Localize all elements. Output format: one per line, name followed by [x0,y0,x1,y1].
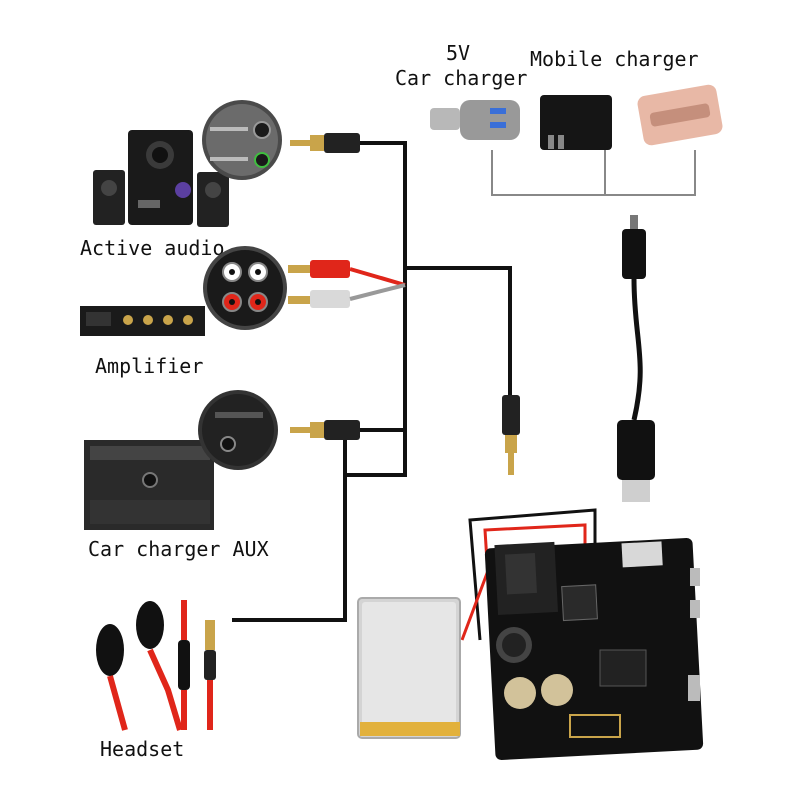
active-audio-label: Active audio [80,236,225,260]
bluetooth-audio-board-icon [484,538,704,760]
micro-usb-cable-icon [617,215,655,502]
headset-earphones-icon [96,600,216,731]
car-charger-5v-label-line1: 5V [446,41,470,65]
lipo-battery-icon [357,597,461,739]
aux-plug-icon [290,133,360,153]
aux-port-zoom-icon [202,100,282,180]
charger-wiring [491,150,696,196]
aux-input-zoom-icon [198,390,278,470]
car-charger-5v-label-line2: Car charger [395,66,527,90]
car-dashboard-aux-icon [84,440,214,530]
wall-charger-icon [540,95,612,150]
power-bank-icon [637,84,723,146]
amplifier-icon [80,306,205,336]
audio-wiring [232,141,512,622]
center-aux-plug-icon [502,395,520,475]
rca-port-zoom-icon [203,246,287,330]
car-charger-aux-label: Car charger AUX [88,537,269,561]
rca-plugs-icon [288,260,406,308]
active-audio-speakers-icon [93,130,229,227]
headset-label: Headset [100,737,184,761]
car-charger-icon [430,100,520,140]
amplifier-label: Amplifier [95,354,203,378]
aux-plug-2-icon [290,420,360,440]
mobile-charger-label: Mobile charger [530,47,699,71]
